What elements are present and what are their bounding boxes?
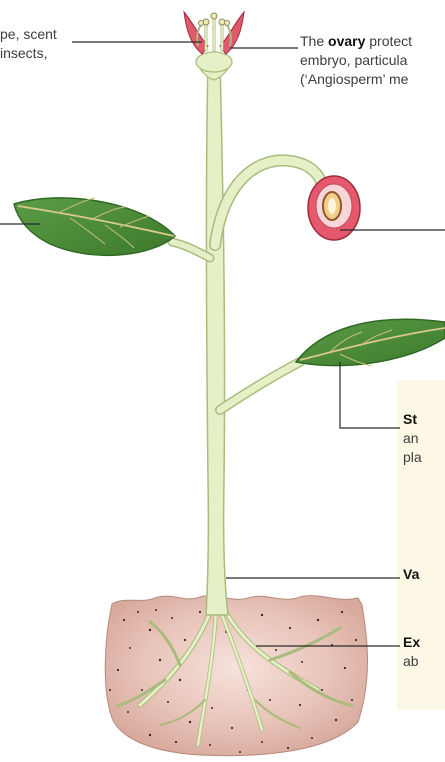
ovary-line2: embryo, particula: [300, 51, 412, 70]
ovary-line3: (‘Angiosperm’ me: [300, 70, 412, 89]
roots-line2: ab: [403, 652, 420, 671]
soil: [105, 596, 367, 756]
ovary-label: The ovary protect embryo, particula (‘An…: [300, 32, 412, 89]
roots-term-text: Ex: [403, 634, 420, 650]
flower-attraction-label: pe, scent insects,: [0, 25, 57, 63]
ovary-term: ovary: [328, 33, 365, 49]
pointer-stomata: [340, 362, 400, 428]
vascular-term: Va: [403, 566, 419, 582]
right-leaf-branch: [220, 362, 300, 410]
ovary-pre-text: The: [300, 33, 328, 49]
left-leaf: [14, 198, 175, 255]
fruit-branch: [215, 160, 322, 245]
stomata-label: St an pla: [403, 410, 422, 467]
roots-label: Ex ab: [403, 633, 420, 671]
stomata-line2: an: [403, 429, 422, 448]
stomata-term-text: St: [403, 411, 417, 427]
stomata-line3: pla: [403, 448, 422, 467]
roots-term: Ex: [403, 633, 420, 652]
main-stem: [206, 62, 228, 615]
flower: [184, 12, 244, 80]
flower-attraction-line2: insects,: [0, 44, 57, 63]
ovary-post-text: protect: [365, 33, 412, 49]
ovary-line1: The ovary protect: [300, 32, 412, 51]
flower-attraction-line1: pe, scent: [0, 25, 57, 44]
stomata-term: St: [403, 410, 422, 429]
vascular-label: Va: [403, 565, 419, 584]
right-leaf: [296, 319, 445, 366]
left-leaf-branch: [172, 242, 210, 258]
